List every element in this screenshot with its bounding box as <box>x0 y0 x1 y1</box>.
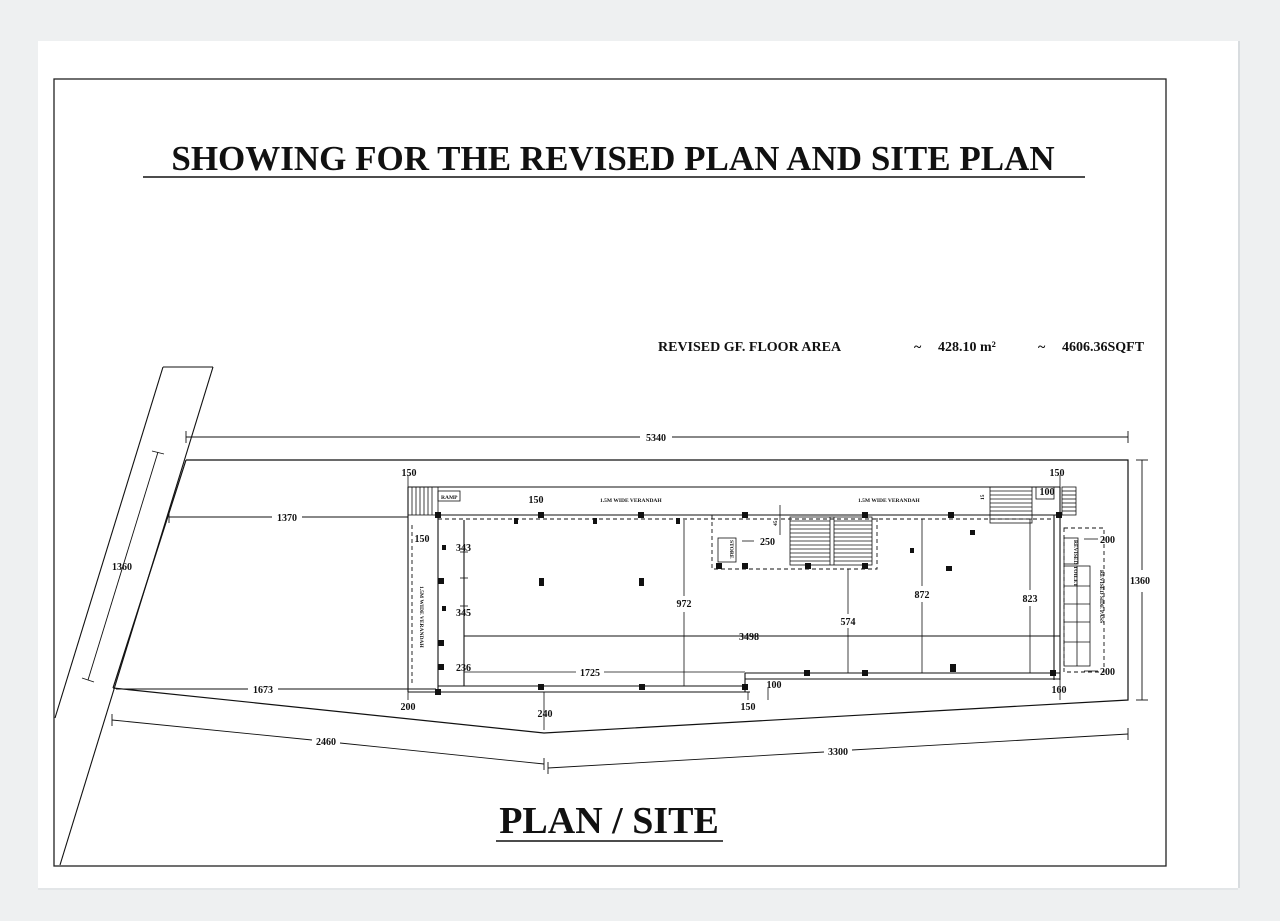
dim-line-2460 <box>111 714 545 770</box>
dim-segment-2460: 2460 <box>316 737 336 748</box>
dim-574: 574 <box>841 617 856 628</box>
dim-1725: 1725 <box>580 668 600 679</box>
dim-line-right-1360 <box>1136 459 1148 701</box>
inner-dimension-lines <box>407 475 1098 730</box>
dim-total-length: 5340 <box>646 433 666 444</box>
dim-250: 250 <box>760 537 775 548</box>
verandah-left-label: 1.5M WIDE VERANDAH <box>418 586 424 648</box>
ramp-right <box>989 486 1077 524</box>
dim-200-right-bottom: 200 <box>1100 667 1115 678</box>
verandah-top-left-label: 1.5M WIDE VERANDAH <box>600 498 662 504</box>
dim-front-left: 1673 <box>253 685 273 696</box>
building-outline <box>407 486 1061 693</box>
dim-200-bottom: 200 <box>401 702 416 713</box>
dim-line-1370 <box>168 511 408 523</box>
revised-side-pass-label: REVISED SIDE PASS <box>1098 570 1104 623</box>
dim-150-top-right: 150 <box>1050 468 1065 479</box>
ramp-label: RAMP <box>441 495 458 501</box>
drawing-title: SHOWING FOR THE REVISED PLAN AND SITE PL… <box>171 139 1054 178</box>
columns <box>435 512 1062 695</box>
dim-line-3300 <box>547 728 1129 774</box>
dim-345: 345 <box>456 608 471 619</box>
dim-150-bottom: 150 <box>741 702 756 713</box>
dim-3498: 3498 <box>739 632 759 643</box>
tilde-1: ~ <box>914 340 922 355</box>
dim-15: 15 <box>980 494 986 500</box>
revised-toilet-label: REVISED TOILET <box>1072 540 1078 587</box>
road-dimension <box>81 450 165 683</box>
dim-343: 343 <box>456 543 471 554</box>
dim-150-left: 150 <box>415 534 430 545</box>
floor-area-metric: 428.10 m² <box>938 340 996 355</box>
dim-100-bottom: 100 <box>767 680 782 691</box>
road-strip <box>54 366 214 866</box>
dim-972: 972 <box>677 599 692 610</box>
dim-150-mid: 150 <box>529 495 544 506</box>
dim-236: 236 <box>456 663 471 674</box>
toilet-block <box>1063 537 1091 667</box>
dim-240-bottom: 240 <box>538 709 553 720</box>
dim-45: 45 <box>773 520 779 526</box>
drawing-frame <box>53 78 1167 867</box>
store-label: STORE <box>728 540 734 559</box>
dim-100-top: 100 <box>1040 487 1055 498</box>
staircase <box>789 516 873 566</box>
tilde-2: ~ <box>1038 340 1046 355</box>
floor-area-label: REVISED GF. FLOOR AREA <box>658 340 842 355</box>
dim-160-bottom: 160 <box>1052 685 1067 696</box>
dim-200-right-top: 200 <box>1100 535 1115 546</box>
store-box <box>717 537 737 563</box>
dim-left-setback: 1370 <box>277 513 297 524</box>
site-boundary <box>112 459 1129 734</box>
dim-right-depth: 1360 <box>1130 576 1150 587</box>
verandah-top-right-label: 1.5M WIDE VERANDAH <box>858 498 920 504</box>
drawing-sheet <box>38 41 1238 888</box>
dim-line-5340 <box>185 431 1129 443</box>
floor-area-imperial: 4606.36SQFT <box>1062 340 1145 355</box>
plan-site-caption: PLAN / SITE <box>499 800 719 842</box>
ramp-left <box>407 486 461 516</box>
dim-823: 823 <box>1023 594 1038 605</box>
dashed-walls <box>411 514 1105 686</box>
dim-road-side: 1360 <box>112 562 132 573</box>
dim-150-top-left: 150 <box>402 468 417 479</box>
dim-872: 872 <box>915 590 930 601</box>
dim-segment-3300: 3300 <box>828 747 848 758</box>
